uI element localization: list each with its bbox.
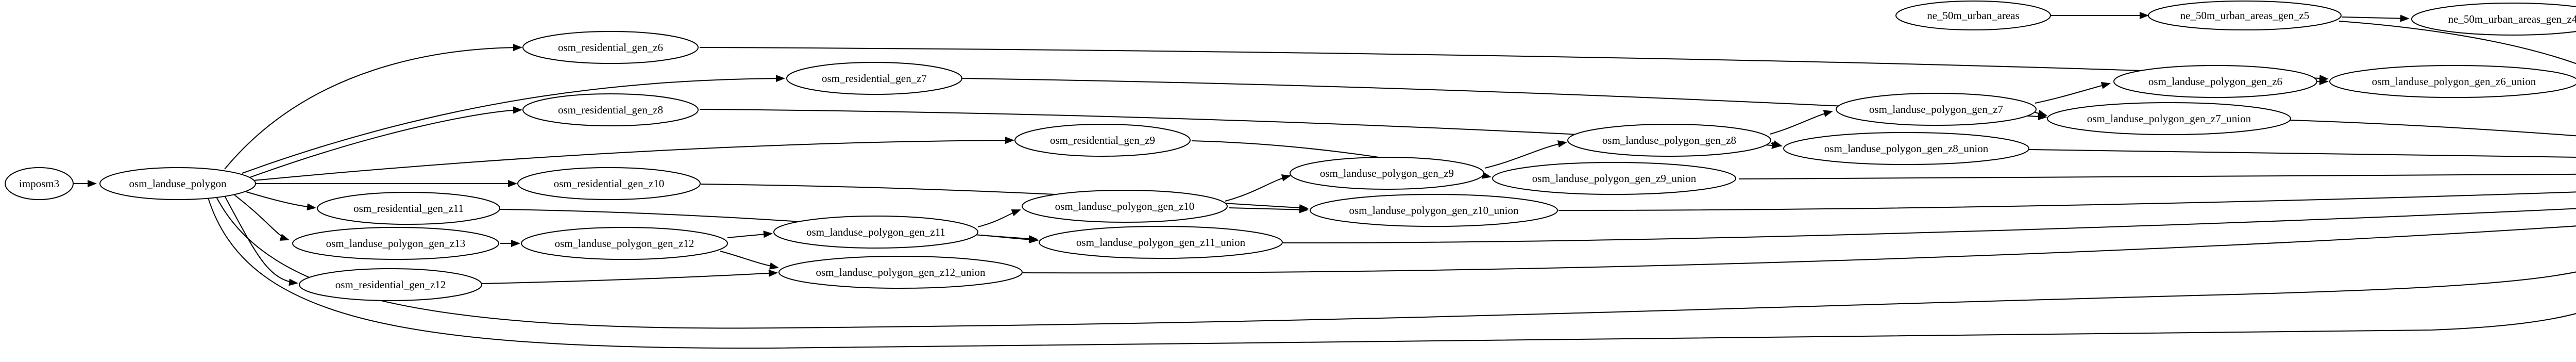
edge-ne_50m_urban_areas_gen_z5-ne_50m_urban_areas_gen_z4 — [2341, 14, 2410, 22]
edge-ne_50m_urban_areas_gen_z5-layer_landuse-z5 — [2338, 21, 2576, 64]
node-ne-50m-urban-areas-gen-z5: ne_50m_urban_areas_gen_z5 — [2148, 1, 2342, 30]
node-osm-residential-gen-z7: osm_residential_gen_z7 — [786, 62, 962, 95]
edge-osm_residential_gen_z12-osm_landuse_polygon_gen_z12_union — [481, 269, 778, 284]
node-osm-landuse-polygon-gen-z10: osm_landuse_polygon_gen_z10 — [1022, 190, 1228, 223]
node-osm-residential-gen-z11: osm_residential_gen_z11 — [317, 192, 500, 225]
edge-osm_landuse_polygon-osm_residential_gen_z9 — [253, 137, 1014, 181]
edge-osm_landuse_polygon_gen_z11-osm_landuse_polygon_gen_z11_union — [980, 235, 1039, 243]
node-osm-landuse-polygon-gen-z12: osm_landuse_polygon_gen_z12 — [521, 227, 728, 260]
node-osm-residential-gen-z8: osm_residential_gen_z8 — [522, 93, 699, 126]
node-osm-landuse-polygon-gen-z7: osm_landuse_polygon_gen_z7 — [1836, 93, 2037, 126]
node-osm-landuse-polygon-gen-z11-union: osm_landuse_polygon_gen_z11_union — [1039, 226, 1283, 259]
svg-text:osm_residential_gen_z11: osm_residential_gen_z11 — [353, 202, 464, 215]
node-osm-landuse-polygon-gen-z8: osm_landuse_polygon_gen_z8 — [1567, 124, 1771, 157]
edge-osm_landuse_polygon-osm_residential_gen_z11 — [246, 191, 316, 211]
svg-text:ne_50m_urban_areas_gen_z5: ne_50m_urban_areas_gen_z5 — [2180, 9, 2310, 22]
svg-text:ne_50m_urban_areas: ne_50m_urban_areas — [1927, 9, 2020, 22]
edge-osm_landuse_polygon_gen_z8-osm_landuse_polygon_gen_z8_union — [1771, 140, 1783, 147]
svg-text:osm_landuse_polygon_gen_z6_uni: osm_landuse_polygon_gen_z6_union — [2372, 75, 2536, 88]
edge-osm_landuse_polygon_gen_z12-osm_landuse_polygon_gen_z11 — [727, 231, 773, 238]
node-osm-landuse-polygon-gen-z7-union: osm_landuse_polygon_gen_z7_union — [2047, 102, 2291, 135]
edge-osm_landuse_polygon-osm_landuse_polygon_gen_z13 — [234, 194, 290, 241]
node-group: imposm3 osm_landuse_polygon osm_resident… — [5, 1, 2576, 301]
node-ne-50m-urban-areas-gen-z4: ne_50m_urban_areas_gen_z4 — [2411, 3, 2576, 36]
svg-text:osm_landuse_polygon_gen_z7_uni: osm_landuse_polygon_gen_z7_union — [2087, 112, 2251, 125]
svg-text:osm_landuse_polygon_gen_z9: osm_landuse_polygon_gen_z9 — [1320, 167, 1454, 179]
svg-text:osm_landuse_polygon_gen_z10_un: osm_landuse_polygon_gen_z10_union — [1349, 204, 1519, 217]
edge-osm_landuse_polygon-osm_residential_gen_z12 — [224, 195, 298, 286]
svg-text:osm_residential_gen_z6: osm_residential_gen_z6 — [558, 41, 663, 54]
edge-osm_landuse_polygon_gen_z9_union-layer_landuse-z9 — [1738, 174, 2576, 179]
svg-text:osm_landuse_polygon_gen_z13: osm_landuse_polygon_gen_z13 — [326, 237, 466, 250]
svg-text:osm_landuse_polygon_gen_z8: osm_landuse_polygon_gen_z8 — [1602, 134, 1736, 146]
edge-osm_landuse_polygon_gen_z11-osm_landuse_polygon_gen_z10 — [977, 209, 1021, 227]
node-osm-residential-gen-z12: osm_residential_gen_z12 — [299, 268, 482, 301]
node-osm-residential-gen-z9: osm_residential_gen_z9 — [1014, 124, 1191, 157]
svg-text:osm_landuse_polygon_gen_z10: osm_landuse_polygon_gen_z10 — [1055, 200, 1195, 212]
node-ne-50m-urban-areas: ne_50m_urban_areas — [1895, 1, 2051, 30]
node-osm-landuse-polygon-gen-z9: osm_landuse_polygon_gen_z9 — [1290, 157, 1484, 190]
svg-text:osm_landuse_polygon_gen_z9_uni: osm_landuse_polygon_gen_z9_union — [1532, 172, 1697, 185]
node-osm-landuse-polygon-gen-z10-union: osm_landuse_polygon_gen_z10_union — [1310, 194, 1558, 227]
node-osm-landuse-polygon-gen-z12-union: osm_landuse_polygon_gen_z12_union — [778, 256, 1023, 289]
node-osm-landuse-polygon-gen-z13: osm_landuse_polygon_gen_z13 — [292, 227, 499, 260]
edge-osm_landuse_polygon_gen_z10-osm_landuse_polygon_gen_z10_union — [1228, 206, 1309, 213]
edge-osm_landuse_polygon-layer_landuse-z13 — [216, 196, 2576, 329]
node-osm-residential-gen-z10: osm_residential_gen_z10 — [517, 167, 701, 200]
svg-text:osm_residential_gen_z8: osm_residential_gen_z8 — [558, 104, 663, 116]
svg-text:osm_landuse_polygon_gen_z8_uni: osm_landuse_polygon_gen_z8_union — [1824, 142, 1989, 155]
edge-osm_landuse_polygon_gen_z7-osm_landuse_polygon_gen_z6 — [2035, 81, 2111, 104]
node-osm-landuse-polygon-gen-z9-union: osm_landuse_polygon_gen_z9_union — [1492, 162, 1736, 195]
edge-osm_landuse_polygon_gen_z8_union-layer_landuse-z8 — [2028, 149, 2576, 158]
edge-osm_landuse_polygon-osm_residential_gen_z6 — [224, 44, 522, 170]
edge-osm_landuse_polygon_gen_z7_union-layer_landuse-z7 — [2290, 120, 2576, 137]
svg-text:osm_residential_gen_z12: osm_residential_gen_z12 — [335, 278, 446, 291]
svg-text:imposm3: imposm3 — [19, 177, 59, 190]
edge-osm_landuse_polygon_gen_z9-osm_landuse_polygon_gen_z8 — [1484, 140, 1567, 169]
edge-osm_landuse_polygon_gen_z8-osm_landuse_polygon_gen_z7 — [1770, 110, 1833, 135]
svg-text:osm_residential_gen_z10: osm_residential_gen_z10 — [554, 177, 665, 190]
svg-text:osm_landuse_polygon: osm_landuse_polygon — [129, 177, 227, 190]
node-osm-landuse-polygon-gen-z6-union: osm_landuse_polygon_gen_z6_union — [2329, 65, 2576, 98]
svg-text:osm_landuse_polygon_gen_z11_un: osm_landuse_polygon_gen_z11_union — [1076, 236, 1246, 249]
node-osm-residential-gen-z6: osm_residential_gen_z6 — [522, 31, 699, 64]
svg-text:osm_landuse_polygon_gen_z12_un: osm_landuse_polygon_gen_z12_union — [816, 266, 986, 278]
node-osm-landuse-polygon-gen-z11: osm_landuse_polygon_gen_z11 — [773, 216, 978, 249]
edge-osm_landuse_polygon_gen_z10-osm_landuse_polygon_gen_z9 — [1225, 174, 1291, 202]
edge-osm_landuse_polygon-osm_residential_gen_z8 — [249, 106, 522, 178]
node-osm-landuse-polygon: osm_landuse_polygon — [99, 167, 256, 200]
svg-text:osm_residential_gen_z9: osm_residential_gen_z9 — [1050, 134, 1155, 146]
edge-osm_landuse_polygon_gen_z7-osm_landuse_polygon_gen_z7_union — [2035, 110, 2047, 117]
edge-osm_landuse_polygon-osm_residential_gen_z7 — [242, 75, 785, 174]
edge-osm_landuse_polygon_gen_z12_union-layer_landuse-z12 — [1022, 225, 2576, 274]
svg-text:ne_50m_urban_areas_gen_z4: ne_50m_urban_areas_gen_z4 — [2448, 13, 2576, 25]
svg-text:osm_landuse_polygon_gen_z6: osm_landuse_polygon_gen_z6 — [2148, 75, 2282, 88]
svg-text:osm_landuse_polygon_gen_z11: osm_landuse_polygon_gen_z11 — [806, 226, 945, 238]
node-osm-landuse-polygon-gen-z6: osm_landuse_polygon_gen_z6 — [2113, 65, 2317, 98]
svg-text:osm_residential_gen_z7: osm_residential_gen_z7 — [822, 72, 927, 85]
edge-osm_landuse_polygon_gen_z11_union-layer_landuse-z11 — [1282, 208, 2576, 244]
svg-text:osm_landuse_polygon_gen_z12: osm_landuse_polygon_gen_z12 — [555, 237, 694, 250]
edge-osm_landuse_polygon_gen_z9-osm_landuse_polygon_gen_z9_union — [1481, 171, 1492, 179]
edge-osm_landuse_polygon_gen_z10_union-layer_landuse-z10 — [1558, 191, 2576, 211]
svg-text:osm_landuse_polygon_gen_z7: osm_landuse_polygon_gen_z7 — [1869, 103, 2003, 116]
edge-osm_landuse_polygon_gen_z12-osm_landuse_polygon_gen_z12_union — [720, 251, 779, 270]
node-imposm3: imposm3 — [5, 167, 74, 200]
node-osm-landuse-polygon-gen-z8-union: osm_landuse_polygon_gen_z8_union — [1783, 132, 2029, 165]
